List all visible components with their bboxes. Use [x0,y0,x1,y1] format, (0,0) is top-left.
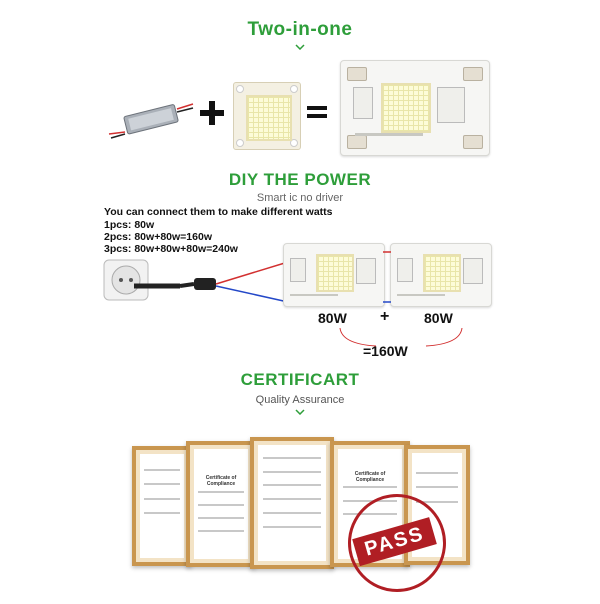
cob-chip-image [233,82,301,150]
equals-sign-bottom [307,114,327,118]
certificate-2: Certificate of Compliance [186,441,256,567]
plus-label: + [380,308,390,325]
cob-board-left [283,243,385,307]
section-title-diy-the-power: DIY THE POWER [228,170,372,189]
plus-sign [200,101,224,125]
left-board-watt-label: 80W [318,310,347,326]
certificate-2-heading: Certificate of Compliance [205,475,237,487]
cob-board-right [390,243,492,307]
integrated-cob-board-image [340,60,490,156]
certificate-5 [404,445,470,565]
board-jumper-wires [383,251,391,303]
section-title-certificart: CERTIFICART [240,370,360,389]
chevron-down-icon [295,409,305,415]
certificate-1 [132,446,192,566]
certificate-3 [250,437,334,569]
config-line-1: 1pcs: 80w [104,219,155,231]
pass-stamp-text: PASS [352,517,437,567]
config-line-2: 2pcs: 80w+80w=160w [104,231,212,243]
equals-sign-top [307,106,327,110]
intro-text: You can connect them to make different w… [104,206,333,218]
chevron-down-icon [295,44,305,50]
section-subtitle-smart-ic: Smart ic no driver [256,192,344,204]
right-board-watt-label: 80W [424,310,453,326]
total-watt-label: =160W [363,343,408,359]
section-subtitle-quality-assurance: Quality Assurance [255,394,345,406]
certificate-4-heading: Certificate of Compliance [354,471,386,483]
section-title-two-in-one: Two-in-one [247,19,353,40]
led-driver-image [108,103,194,139]
config-line-3: 3pcs: 80w+80w+80w=240w [104,243,238,255]
power-cable [134,261,289,303]
wall-socket-image [103,259,149,301]
sum-bracket [339,327,463,347]
